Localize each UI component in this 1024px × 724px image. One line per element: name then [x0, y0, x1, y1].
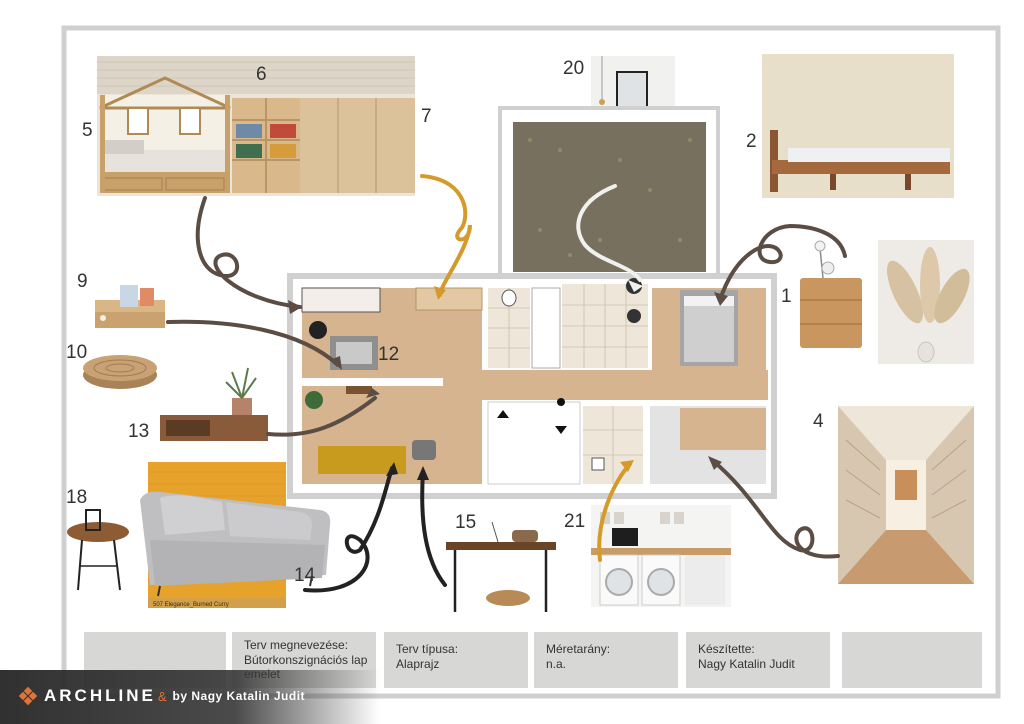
plan-type-value: Alaprajz	[396, 657, 440, 671]
item-number-2: 2	[746, 131, 757, 152]
scale-label: Méretarány:	[546, 642, 611, 656]
title-block-scale: Méretarány: n.a.	[534, 632, 678, 688]
scale-value: n.a.	[546, 657, 567, 671]
arrow-from-laundry	[597, 462, 632, 562]
item-number-1: 1	[781, 286, 792, 307]
photo-floating-shelf	[160, 367, 268, 441]
photo-console-desk	[446, 521, 556, 612]
photo-book-ledge	[95, 285, 165, 328]
item-number-4: 4	[813, 411, 824, 432]
title-block-author: Készítette: Nagy Katalin Judit	[686, 632, 830, 688]
item-number-21: 21	[564, 511, 585, 532]
byline: by Nagy Katalin Judit	[172, 689, 306, 703]
photo-sofa-and-fabric: 507 Elegance_Burned Curry	[67, 462, 331, 608]
archline-diamond-icon	[18, 686, 38, 706]
plan-type-label: Terv típusa:	[396, 642, 459, 656]
photo-nightstand	[800, 240, 862, 348]
item-number-15: 15	[455, 512, 476, 533]
arrow-from-bed-shelves	[195, 196, 302, 309]
arrow-from-closet	[710, 458, 840, 559]
photo-walk-in-closet	[838, 406, 974, 584]
logo-suffix: &	[157, 688, 167, 704]
item-number-7: 7	[421, 106, 432, 127]
item-number-20: 20	[563, 58, 584, 79]
connector-arrows	[166, 174, 847, 593]
title-block-empty-right	[842, 632, 982, 688]
arrow-from-basin	[576, 184, 642, 282]
title-block-plan-type: Terv típusa: Alaprajz	[384, 632, 528, 688]
floor-plan	[287, 106, 777, 499]
author-label: Készítette:	[698, 642, 755, 656]
arrow-from-book-ledge	[166, 319, 340, 367]
photo-bed	[762, 54, 954, 198]
item-number-9: 9	[77, 271, 88, 292]
logo-text: ARCHLINE	[44, 686, 156, 705]
arrow-from-desk	[420, 470, 447, 587]
item-number-12: 12	[378, 344, 399, 365]
footer-bar	[0, 670, 380, 724]
item-number-13: 13	[128, 421, 149, 442]
plan-name-label: Terv megnevezése:	[244, 638, 349, 652]
photo-laundry-room	[591, 505, 731, 607]
item-number-labels: 1 2 4 5 6 7 9 10 12 13 14 15 18 20 21	[66, 58, 824, 586]
item-number-6: 6	[256, 64, 267, 85]
photo-pampas-vase	[878, 240, 974, 364]
arrow-from-nightstand	[718, 223, 847, 302]
photo-kids-room-wall	[97, 56, 415, 196]
item-number-5: 5	[82, 120, 93, 141]
item-number-10: 10	[66, 342, 87, 363]
brand-logo: ARCHLINE & by Nagy Katalin Judit	[18, 684, 306, 708]
photo-pouf	[83, 355, 157, 389]
arrow-heads	[288, 280, 728, 480]
arrow-from-sofa	[303, 466, 394, 593]
item-number-18: 18	[66, 487, 87, 508]
arrow-from-shelf	[266, 396, 377, 437]
arrow-from-wardrobe	[420, 174, 472, 297]
fabric-swatch-caption: 507 Elegance_Burned Curry	[153, 602, 229, 608]
author-value: Nagy Katalin Judit	[698, 657, 795, 671]
item-number-14: 14	[294, 565, 316, 586]
